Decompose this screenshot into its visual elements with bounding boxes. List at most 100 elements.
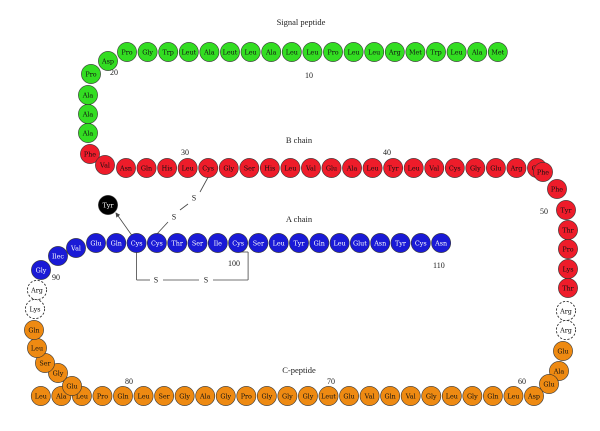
c-peptide-residue-circle [62, 376, 82, 396]
b-chain-residue-circle [403, 158, 424, 178]
c-peptide-residue-label: Leu [507, 392, 519, 400]
c-peptide-residue: Gly [421, 386, 442, 406]
signal-residue: Ala [78, 123, 98, 143]
b-chain-residue: Arg [506, 158, 527, 178]
c-peptide-residue: Glu [539, 374, 559, 394]
a-chain-residue-circle [187, 233, 208, 253]
c-peptide-residue: Pro [92, 386, 113, 406]
a-chain-residue-label: Gln [314, 239, 325, 247]
b-chain-residue-label: Thr [562, 284, 574, 292]
a-chain-residue-label: Gln [111, 239, 122, 247]
signal-residue: Met [405, 42, 426, 62]
cleaved-residue-circle [24, 298, 46, 320]
c-peptide-residue-label: Gly [261, 392, 272, 400]
b-chain-residue-label: Gly [223, 164, 234, 172]
b-chain-residue-label: Ser [244, 164, 256, 172]
signal-residue: Ala [78, 85, 98, 105]
c-peptide-residue: Gln [24, 320, 44, 340]
b-chain-residue-label: Val [428, 164, 439, 172]
a-chain-residue-circle [370, 233, 391, 253]
b-chain-residue: Leu [280, 158, 301, 178]
b-chain-residue-circle [95, 155, 115, 175]
c-peptide-residue: Leu [441, 386, 462, 406]
signal-residue: Leut [178, 42, 199, 62]
signal-residue-label: Gly [142, 48, 153, 56]
a-chain-residue-label: Ile [214, 239, 223, 247]
disulfide-sulfur-label: S [154, 276, 158, 285]
signal-residue: Leut [220, 42, 240, 62]
c-peptide-residue: Val [400, 386, 421, 406]
c-peptide-residue-circle [236, 386, 257, 406]
a-chain-residue: Cys [410, 233, 431, 253]
c-peptide-residue-label: Ser [39, 359, 51, 367]
signal-residue-circle [81, 64, 101, 84]
signal-residue: Leu [343, 42, 364, 62]
signal-residue-label: Asp [101, 57, 114, 65]
a-chain-residue-circle [167, 233, 188, 253]
signal-residue: Met [487, 42, 508, 62]
c-peptide-residue: Gly [174, 386, 195, 406]
b-chain-residue: Phe [533, 162, 553, 182]
c-peptide-residue-label: Glu [343, 392, 354, 400]
a-chain-residue-label: Gly [36, 266, 47, 274]
a-chain-residue-label: Asn [373, 239, 386, 247]
b-chain-residue: Val [301, 158, 321, 178]
c-peptide-residue-circle [215, 386, 236, 406]
c-peptide-residue-label: Gln [117, 392, 128, 400]
b-chain-residue: Phe [547, 179, 567, 199]
c-peptide-residue-circle [256, 386, 277, 406]
c-peptide-residue-circle [30, 386, 51, 406]
residue-number-40: 40 [383, 148, 391, 157]
c-peptide-residue: Glu [339, 386, 359, 406]
signal-residue: Ala [199, 42, 220, 62]
c-peptide-residue: Pro [236, 386, 257, 406]
c-peptide-residue: Leu [503, 386, 524, 406]
signal-residue-circle [199, 42, 220, 62]
signal-residue-label: Trp [162, 48, 173, 56]
b-chain-residue-circle [556, 200, 576, 220]
residue-number-100: 100 [228, 259, 240, 268]
signal-residue: Leu [364, 42, 385, 62]
b-chain-residue-circle [362, 158, 383, 178]
a-chain-residue-circle [410, 233, 431, 253]
c-peptide-residue-circle [195, 386, 216, 406]
b-chain-residue-circle [485, 158, 506, 178]
c-peptide-residue-label: Leu [31, 344, 43, 352]
c-peptide-residue: Glu [553, 341, 573, 361]
a-chain-residue: Leu [329, 233, 350, 253]
signal-residue-circle [426, 42, 446, 62]
signal-residue: Leu [446, 42, 467, 62]
c-peptide-residue-label: Asp [527, 392, 540, 400]
c-peptide-title: C-peptide [282, 365, 316, 375]
cleaved-residue: Arg [555, 300, 577, 322]
signal-residue-circle [364, 42, 385, 62]
c-peptide-residue: Gln [380, 386, 401, 406]
a-chain-residue-circle [390, 233, 411, 253]
c-peptide-residue-circle [539, 374, 559, 394]
b-chain-residue-label: Leu [408, 164, 420, 172]
signal-residue-label: Leu [451, 48, 463, 56]
residue-number-20: 20 [110, 68, 118, 77]
c-peptide-residue-label: Gly [220, 392, 231, 400]
disulfide-sulfur-label: S [204, 276, 208, 285]
signal-residue-circle [487, 42, 508, 62]
c-peptide-residue-label: Leu [76, 392, 88, 400]
b-chain-residue: Leu [362, 158, 383, 178]
a-chain-residue-label: Ser [192, 239, 204, 247]
signal-residue-label: Leu [348, 48, 360, 56]
c-peptide-residue-circle [339, 386, 359, 406]
b-chain-residue-label: Phe [551, 185, 563, 193]
c-peptide-residue: Gly [277, 386, 298, 406]
b-chain-residue-circle [533, 162, 553, 182]
signal-residue: Leu [240, 42, 261, 62]
b-chain-residue-label: Leu [182, 164, 194, 172]
c-peptide-residue-circle [277, 386, 298, 406]
b-chain-residue-label: Tyr [388, 164, 400, 172]
signal-residue-circle [343, 42, 364, 62]
b-chain-residue-label: Glu [490, 164, 501, 172]
b-chain-residue: Thr [558, 220, 578, 240]
c-peptide-residue-label: Leu [35, 392, 47, 400]
b-chain-residue: Val [424, 158, 445, 178]
b-chain-residue-label: Val [305, 164, 316, 172]
a-chain-residue-label: Ilec [52, 252, 64, 260]
